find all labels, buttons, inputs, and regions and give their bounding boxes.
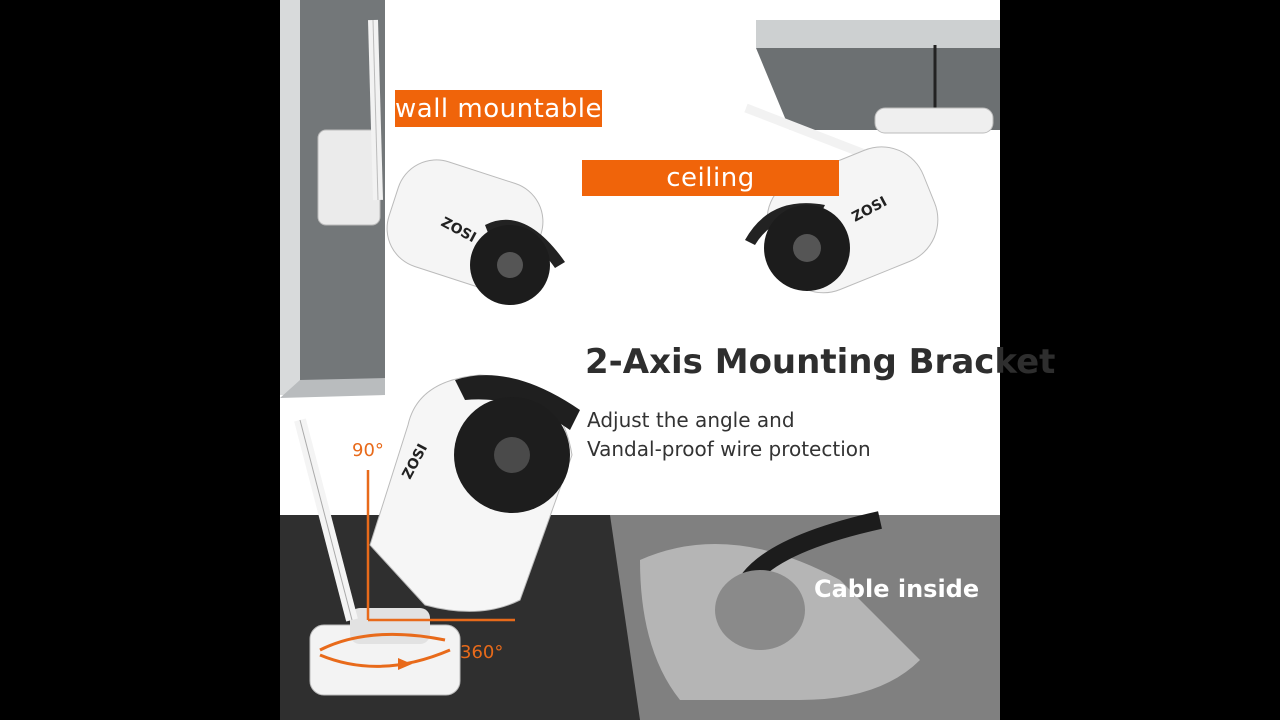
degree-360-label: 360°	[460, 642, 504, 663]
wall-mountable-tag: wall mountable	[395, 90, 602, 127]
feature-line-2: Vandal-proof wire protection	[587, 437, 871, 461]
degree-90-label: 90°	[352, 440, 384, 461]
product-image-panel: ZOSI ZOSI ZOSI	[280, 0, 1055, 720]
ceiling-label: ceiling	[666, 163, 755, 193]
ceiling-tag: ceiling	[582, 160, 839, 196]
feature-line-1: Adjust the angle and	[587, 408, 795, 432]
cable-inside-label: Cable inside	[814, 575, 980, 603]
feature-heading: 2-Axis Mounting Bracket	[585, 342, 1056, 382]
wall-mountable-label: wall mountable	[395, 93, 602, 124]
product-scene: ZOSI ZOSI ZOSI	[280, 0, 1000, 720]
